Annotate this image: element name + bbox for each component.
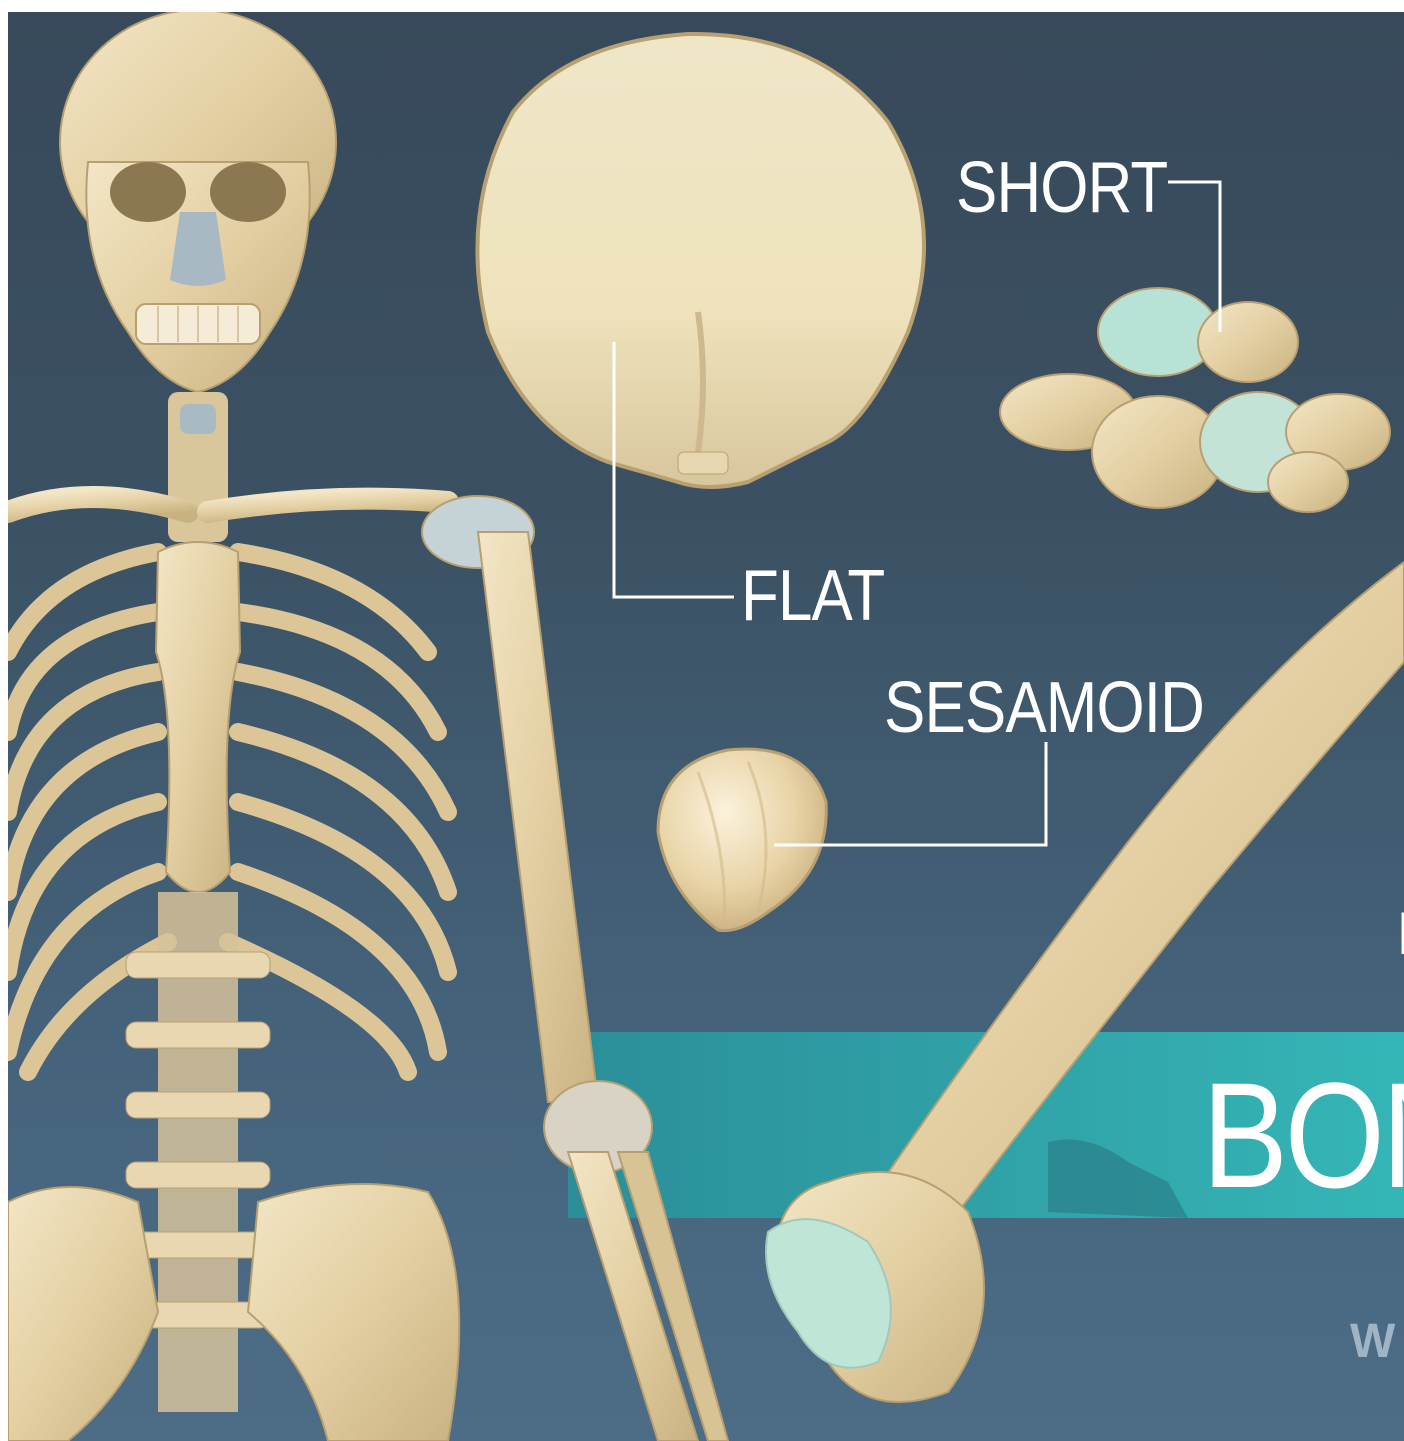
short-bone-image <box>1000 288 1390 512</box>
illustration-canvas: SHORT FLAT SESAMOID BON W I <box>8 12 1404 1441</box>
short-bone-label: SHORT <box>956 152 1167 224</box>
sesamoid-bone-image <box>658 749 826 931</box>
flat-bone-label: FLAT <box>741 560 884 632</box>
sesamoid-bone-label: SESAMOID <box>884 672 1204 744</box>
banner-title: BON <box>1202 1060 1404 1210</box>
subtitle-partial: W <box>1350 1318 1394 1366</box>
edge-partial-label: I <box>1396 904 1404 964</box>
flat-bone-image <box>477 34 924 487</box>
